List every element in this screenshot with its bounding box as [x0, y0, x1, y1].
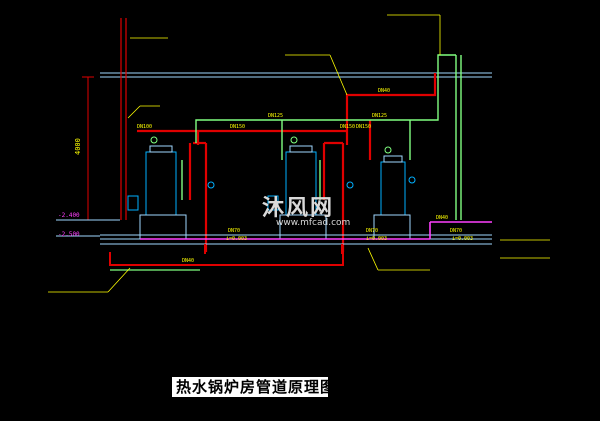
return-header	[181, 54, 462, 220]
slope-label: i=0.003	[452, 236, 473, 242]
watermark-url: www.mfcad.com	[276, 218, 351, 228]
slope-label: i=0.003	[366, 236, 387, 242]
boiler-1	[139, 136, 187, 240]
floor-lines	[56, 219, 492, 245]
dn-label: DN150	[340, 124, 355, 130]
dn-labels: DN100 DN150 DN125 DN150 DN125 DN40 DN150…	[137, 88, 473, 264]
gauge-icon	[290, 136, 298, 144]
drain-line	[140, 221, 492, 240]
title-background	[172, 377, 328, 397]
watermark-logo: 沐风网	[262, 196, 335, 221]
dn-label: DN100	[137, 124, 152, 130]
dn-label: DN40	[436, 215, 448, 221]
left-dimension	[82, 76, 94, 221]
vertical-dimension-label: 4000	[74, 138, 82, 155]
gauge-icon	[150, 136, 158, 144]
top-beams	[100, 72, 492, 78]
pump-icon	[127, 195, 139, 211]
dn-label: DN40	[182, 258, 194, 264]
dn-label: DN70	[450, 228, 462, 234]
vent-pipes	[120, 18, 127, 220]
supply-header	[137, 73, 437, 252]
elevation-labels: -2.400 -2.500	[58, 212, 80, 238]
diagram-title: 热水锅炉房管道原理图	[176, 378, 337, 396]
dn-label: DN125	[372, 113, 387, 119]
boiler-icon	[145, 151, 177, 216]
gauge-icon	[384, 146, 392, 154]
pump-icon	[267, 195, 279, 211]
elevation-upper: -2.400	[58, 212, 80, 219]
dn-label: DN150	[230, 124, 245, 130]
dn-label: DN125	[268, 113, 283, 119]
slope-label: i=0.003	[226, 236, 247, 242]
pumps	[127, 176, 416, 211]
valve-icon	[346, 181, 354, 189]
dn-label: DN70	[366, 228, 378, 234]
dn-label: DN70	[228, 228, 240, 234]
boiler-3	[373, 146, 411, 240]
lower-supply	[109, 244, 344, 266]
dn-label: DN150	[356, 124, 371, 130]
valve-icon	[408, 176, 416, 184]
valve-icon	[207, 181, 215, 189]
annotations	[48, 14, 550, 293]
boiler-icon	[380, 161, 406, 216]
dn-label: DN40	[378, 88, 390, 94]
elevation-lower: -2.500	[58, 231, 80, 238]
